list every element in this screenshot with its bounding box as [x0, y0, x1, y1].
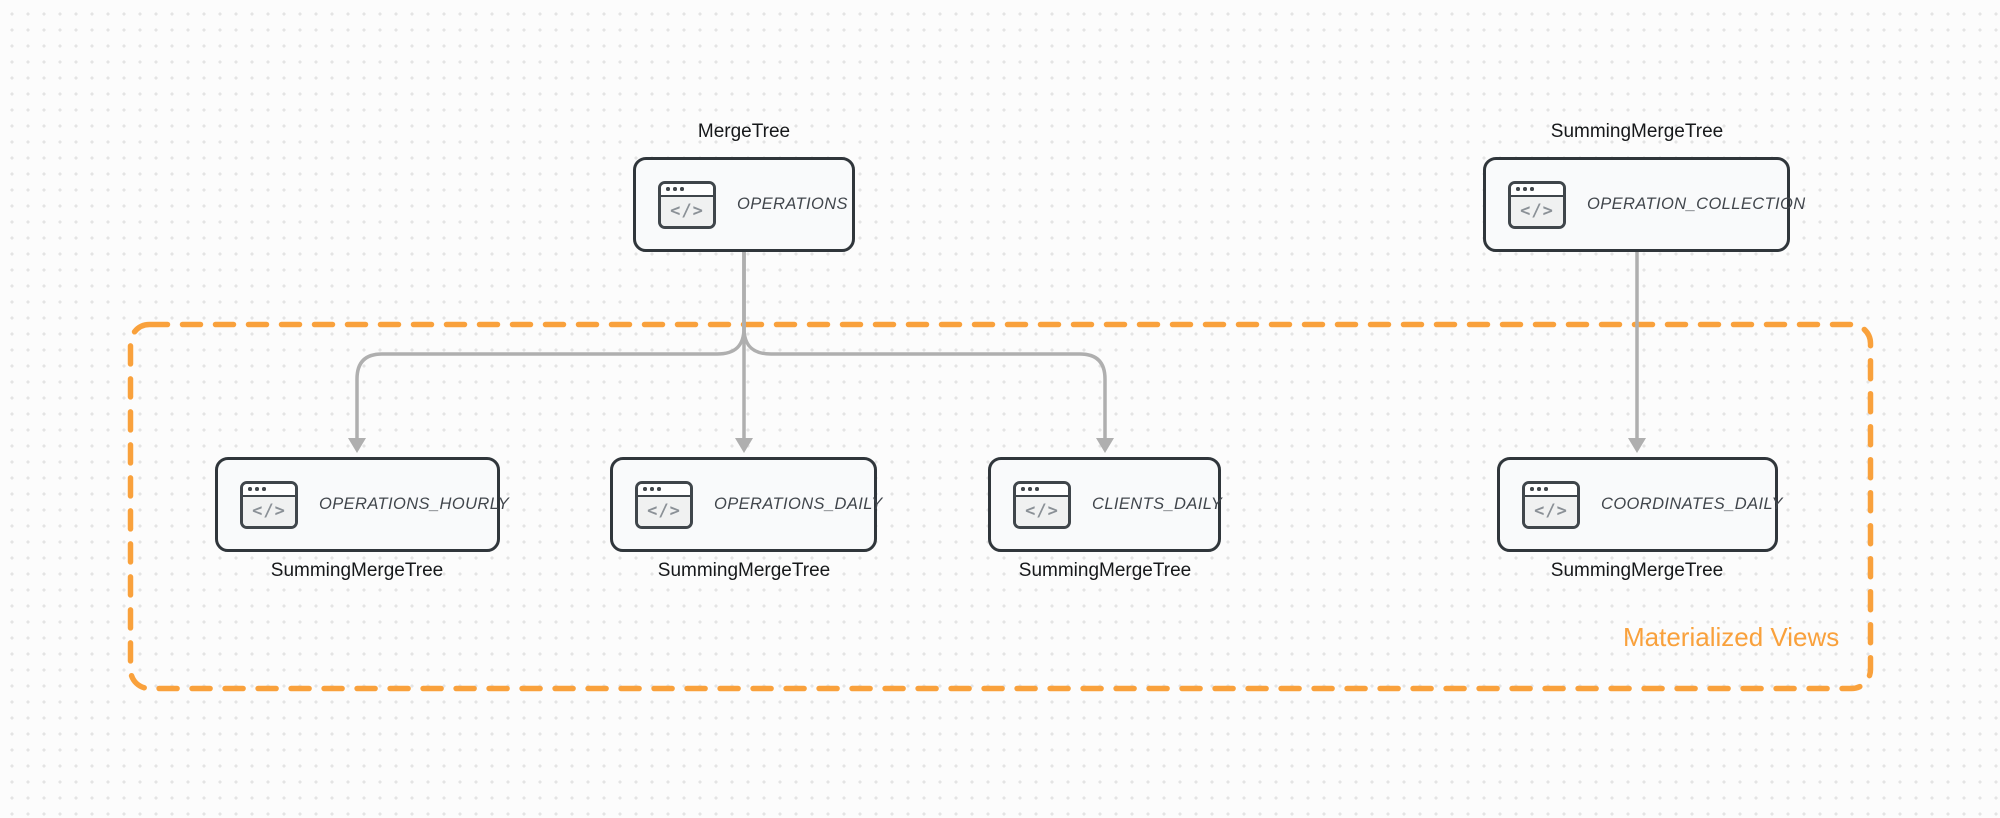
code-window-icon: </>: [1508, 180, 1566, 229]
table-name: OPERATION_COLLECTION: [1587, 195, 1806, 213]
table-name: OPERATIONS: [737, 195, 848, 213]
table-node-operation-collection[interactable]: </> OPERATION_COLLECTION: [1483, 157, 1805, 252]
window-dot-icon: [643, 487, 647, 491]
table-name: CLIENTS_DAILY: [1092, 495, 1223, 513]
edge-operations-to-clients-daily[interactable]: [742, 250, 1114, 453]
window-dot-icon: [1523, 187, 1527, 191]
window-dot-icon: [1537, 487, 1541, 491]
window-dot-icon: [666, 187, 670, 191]
code-glyph: </>: [1511, 196, 1563, 226]
edge-operations-to-operations-daily[interactable]: [735, 250, 753, 453]
table-name: OPERATIONS_DAILY: [714, 495, 883, 513]
window-titlebar: [638, 483, 690, 497]
window-dot-icon: [650, 487, 654, 491]
code-window-icon: </>: [635, 480, 693, 529]
code-glyph: </>: [638, 496, 690, 526]
window-dot-icon: [262, 487, 266, 491]
window-dot-icon: [1530, 487, 1534, 491]
code-window-icon: </>: [658, 180, 716, 229]
code-window-icon: </>: [240, 480, 298, 529]
arrowhead: [1628, 438, 1646, 453]
window-dot-icon: [1516, 187, 1520, 191]
code-glyph: </>: [661, 196, 713, 226]
table-node-operations-hourly[interactable]: </> OPERATIONS_HOURLY: [215, 457, 509, 552]
window-dot-icon: [255, 487, 259, 491]
code-glyph: </>: [1016, 496, 1068, 526]
window-dot-icon: [1530, 187, 1534, 191]
window-dot-icon: [673, 187, 677, 191]
window-dot-icon: [680, 187, 684, 191]
table-node-clients-daily[interactable]: </> CLIENTS_DAILY: [988, 457, 1223, 552]
table-node-coordinates-daily[interactable]: </> COORDINATES_DAILY: [1497, 457, 1783, 552]
window-dot-icon: [1035, 487, 1039, 491]
engine-label-mergetree: MergeTree: [697, 121, 791, 142]
engine-label-summingmergetree-clients: SummingMergeTree: [1018, 560, 1192, 581]
table-name: OPERATIONS_HOURLY: [319, 495, 510, 513]
window-titlebar: [661, 183, 713, 197]
code-window-icon: </>: [1013, 480, 1071, 529]
window-titlebar: [1525, 483, 1577, 497]
code-glyph: </>: [1525, 496, 1577, 526]
window-dot-icon: [1544, 487, 1548, 491]
arrowhead: [735, 438, 753, 453]
materialized-views-label: Materialized Views: [1623, 622, 1840, 652]
window-dot-icon: [657, 487, 661, 491]
window-titlebar: [1511, 183, 1563, 197]
edge-operation-collection-to-coordinates-daily[interactable]: [1628, 250, 1646, 453]
edge-operations-to-operations-hourly[interactable]: [348, 250, 746, 453]
code-glyph: </>: [243, 496, 295, 526]
engine-label-summingmergetree-daily: SummingMergeTree: [657, 560, 831, 581]
window-titlebar: [243, 483, 295, 497]
table-node-operations[interactable]: </> OPERATIONS: [633, 157, 855, 252]
window-titlebar: [1016, 483, 1068, 497]
engine-label-summingmergetree-top: SummingMergeTree: [1550, 121, 1724, 142]
table-name: COORDINATES_DAILY: [1601, 495, 1783, 513]
table-node-operations-daily[interactable]: </> OPERATIONS_DAILY: [610, 457, 882, 552]
arrowhead: [348, 438, 366, 453]
code-window-icon: </>: [1522, 480, 1580, 529]
window-dot-icon: [1021, 487, 1025, 491]
window-dot-icon: [1028, 487, 1032, 491]
window-dot-icon: [248, 487, 252, 491]
arrowhead: [1096, 438, 1114, 453]
engine-label-summingmergetree-hourly: SummingMergeTree: [270, 560, 444, 581]
engine-label-summingmergetree-coordinates: SummingMergeTree: [1550, 560, 1724, 581]
